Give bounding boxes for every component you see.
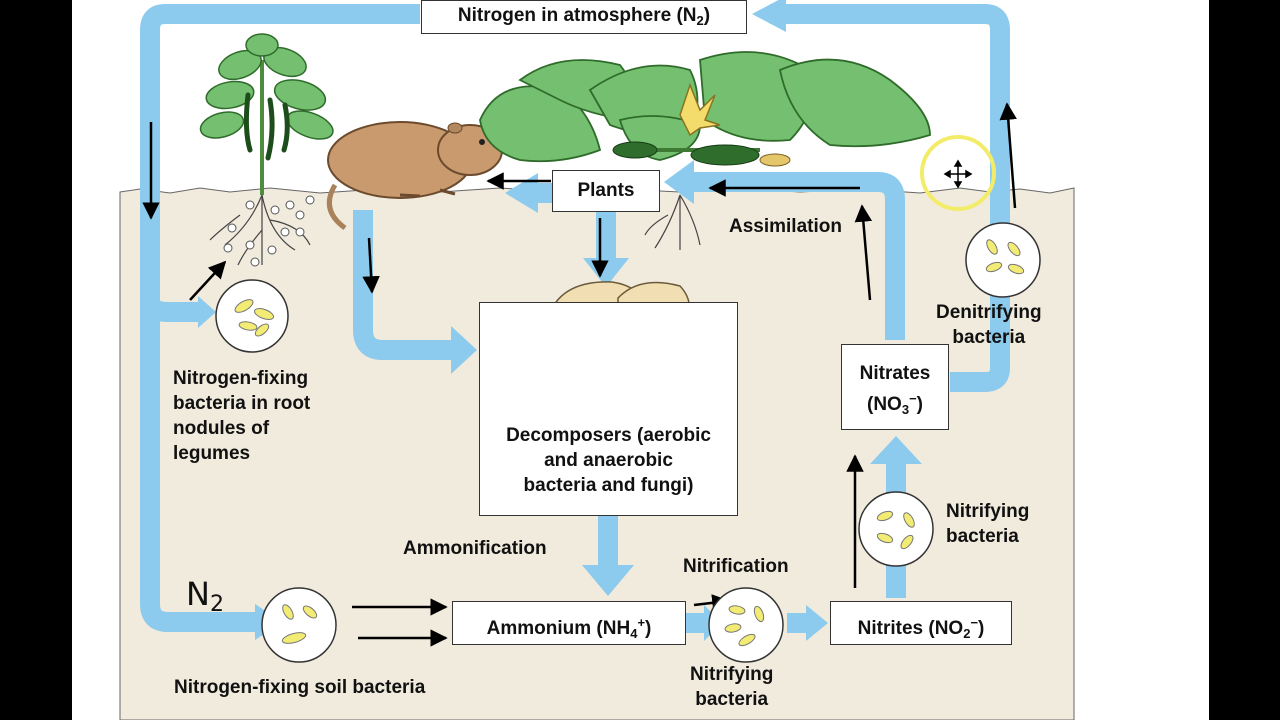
flow-head-plants-animal: [505, 173, 538, 213]
arrow-assimilation-up: [854, 204, 873, 301]
bacteria-denitrifying-icon: [964, 221, 1042, 304]
nitrites-box: Nitrites (NO2−): [830, 601, 1012, 645]
atmosphere-label: Nitrogen in atmosphere (N2): [457, 5, 711, 28]
arrow-denitrifying-up: [999, 102, 1017, 209]
ammonification-label: Ammonification: [403, 538, 547, 559]
bacteria-nitrifying-bottom-icon: [707, 586, 785, 669]
flow-animal-to-decomposers: [353, 210, 455, 360]
flow-head-decomposers-ammonium: [582, 565, 634, 596]
flow-head-atmosphere-left: [752, 0, 786, 32]
flow-left-to-root-bacteria: [140, 299, 200, 322]
assimilation-label: Assimilation: [729, 216, 842, 237]
nitrifying-bottom-label: Nitrifying bacteria: [690, 664, 774, 710]
legume-plant-illustration: [199, 33, 334, 267]
flow-head-nitrates-plants: [664, 160, 694, 204]
bacteria-soil-icon: [260, 586, 338, 669]
rodent-illustration: [326, 121, 503, 231]
nitrates-formula: (NO3−): [867, 391, 923, 417]
ammonium-box: Ammonium (NH4+): [452, 601, 686, 645]
decomposers-line-2: and anaerobic: [544, 450, 673, 471]
nitrogen-fixing-root-label: Nitrogen-fixing bacteria in root nodules…: [173, 368, 311, 464]
decomposers-box: Decomposers (aerobic and anaerobic bacte…: [479, 302, 738, 516]
atmosphere-box: Nitrogen in atmosphere (N2): [421, 0, 747, 34]
flow-head-root-bacteria: [198, 296, 216, 328]
squash-plant-illustration: [479, 51, 931, 250]
nitrifying-right-label: Nitrifying bacteria: [946, 501, 1030, 547]
flow-head-animal-decomposers: [451, 326, 477, 374]
flow-right-up-to-atmosphere: [770, 4, 1010, 392]
denitrifying-label: Denitrifying bacteria: [936, 302, 1042, 348]
n2-handwritten-label: N2: [186, 575, 224, 617]
decomposers-line-3: bacteria and fungi): [523, 475, 694, 496]
flow-head-nitrites-nitrates: [870, 436, 922, 464]
bacteria-nitrifying-right-icon: [857, 490, 935, 573]
nitrates-label: Nitrates: [859, 363, 931, 384]
arrow-animal-down: [362, 237, 380, 294]
flow-nitrates-to-plants: [690, 172, 905, 340]
soil-bacteria-label: Nitrogen-fixing soil bacteria: [174, 677, 426, 698]
move-cursor-icon: [943, 159, 973, 189]
nitrification-label: Nitrification: [683, 556, 789, 577]
bacteria-root-nodule-icon: [214, 278, 290, 359]
flow-head-bact-nitrites: [806, 605, 828, 641]
nitrates-box: Nitrates (NO3−): [841, 344, 949, 430]
cursor-highlight: [920, 135, 996, 211]
nitrites-label: Nitrites (NO2−): [857, 615, 985, 641]
decomposers-line-1: Decomposers (aerobic: [506, 425, 711, 446]
ammonium-label: Ammonium (NH4+): [486, 615, 652, 641]
plants-box: Plants: [552, 170, 660, 212]
plants-label: Plants: [577, 180, 635, 201]
arrow-to-root-nodules: [189, 260, 227, 301]
